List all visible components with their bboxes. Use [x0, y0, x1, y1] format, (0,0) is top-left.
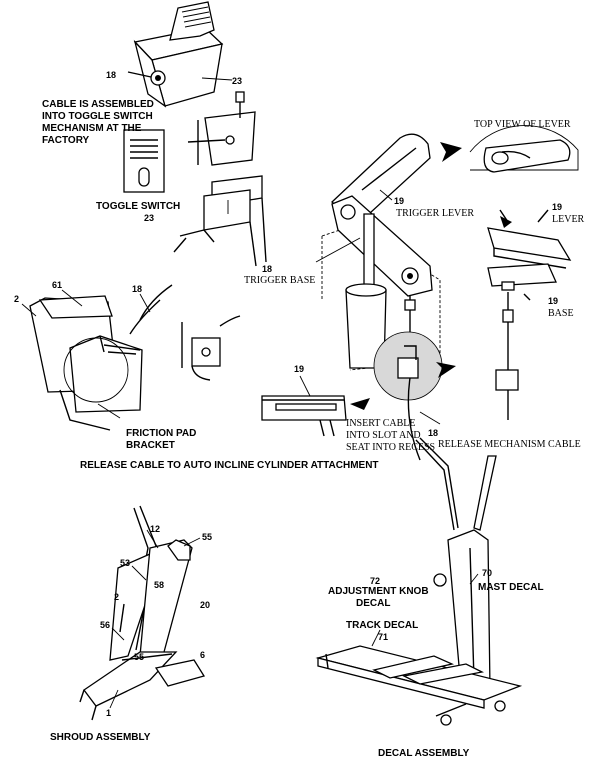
insert-cable-label-2: INTO SLOT AND	[346, 430, 421, 441]
insert-cable-label-3: SEAT INTO RECESS	[346, 442, 435, 453]
toggle-switch-plate	[123, 129, 165, 193]
part-number-72: 72	[370, 576, 380, 586]
top-view-of-lever-label: TOP VIEW OF LEVER	[474, 119, 571, 130]
track-decal-label: TRACK DECAL	[346, 620, 418, 631]
trigger-base-label: TRIGGER BASE	[244, 275, 315, 286]
mast-decal-label: MAST DECAL	[478, 582, 544, 593]
part-number-18-cable: 18	[106, 70, 116, 80]
part-number-19-slot: 19	[294, 364, 304, 374]
adjustment-knob-label-2: DECAL	[356, 598, 390, 609]
part-number-19-base: 19	[548, 296, 558, 306]
part-number-53: 53	[120, 558, 130, 568]
part-number-2-shroud: 2	[114, 592, 119, 602]
part-number-1: 1	[106, 708, 111, 718]
part-number-70: 70	[482, 568, 492, 578]
lever-label: LEVER	[552, 214, 585, 225]
shroud-assembly-drawing	[79, 505, 206, 721]
part-numbers: 18 23 23 19 18 19 19 61 2 18 19 18 12 55…	[14, 70, 562, 718]
decal-assembly-label: DECAL ASSEMBLY	[378, 748, 470, 759]
cable-note-line-1: CABLE IS ASSEMBLED	[42, 99, 154, 110]
cable-slot-part	[261, 395, 370, 437]
part-number-20: 20	[200, 600, 210, 610]
part-number-18-release: 18	[428, 428, 438, 438]
part-number-19-trigger-lever: 19	[394, 196, 404, 206]
part-number-58: 58	[154, 580, 164, 590]
text-labels: CABLE IS ASSEMBLED INTO TOGGLE SWITCH ME…	[42, 99, 585, 759]
toggle-switch-label: TOGGLE SWITCH	[96, 201, 180, 212]
leader-lines	[21, 77, 479, 709]
friction-pad-label-2: BRACKET	[126, 440, 175, 451]
part-number-12: 12	[150, 524, 160, 534]
part-number-23-switch: 23	[144, 213, 154, 223]
trigger-lever-assembly	[321, 133, 443, 461]
part-number-19-lever: 19	[552, 202, 562, 212]
console-stand	[173, 175, 267, 267]
friction-pad-label-1: FRICTION PAD	[126, 428, 196, 439]
decal-assembly-drawing	[315, 437, 523, 726]
part-number-18-trigger-base: 18	[262, 264, 272, 274]
cable-note-line-4: FACTORY	[42, 135, 90, 146]
part-number-6: 6	[200, 650, 205, 660]
toggle-switch-housing	[127, 1, 224, 108]
part-number-55-bottom: 55	[134, 652, 144, 662]
part-number-2-bracket: 2	[14, 294, 19, 304]
shroud-assembly-label: SHROUD ASSEMBLY	[50, 732, 151, 743]
trigger-lever-label: TRIGGER LEVER	[396, 208, 474, 219]
part-number-61: 61	[52, 280, 62, 290]
part-number-18-bracket: 18	[132, 284, 142, 294]
toggle-switch-mechanism	[187, 91, 256, 166]
cable-note-line-2: INTO TOGGLE SWITCH	[42, 111, 153, 122]
friction-pad-bracket	[29, 284, 241, 431]
top-view-of-lever	[440, 125, 579, 173]
lever-base-detail	[436, 209, 572, 420]
part-number-56: 56	[100, 620, 110, 630]
base-label: BASE	[548, 308, 574, 319]
part-number-23-box: 23	[232, 76, 242, 86]
section-title: RELEASE CABLE TO AUTO INCLINE CYLINDER A…	[80, 460, 379, 471]
release-mechanism-cable-label: RELEASE MECHANISM CABLE	[438, 439, 581, 450]
cable-note-line-3: MECHANISM AT THE	[42, 123, 142, 134]
part-number-55-top: 55	[202, 532, 212, 542]
adjustment-knob-label-1: ADJUSTMENT KNOB	[328, 586, 429, 597]
insert-cable-label-1: INSERT CABLE	[346, 418, 416, 429]
part-number-71: 71	[378, 632, 388, 642]
